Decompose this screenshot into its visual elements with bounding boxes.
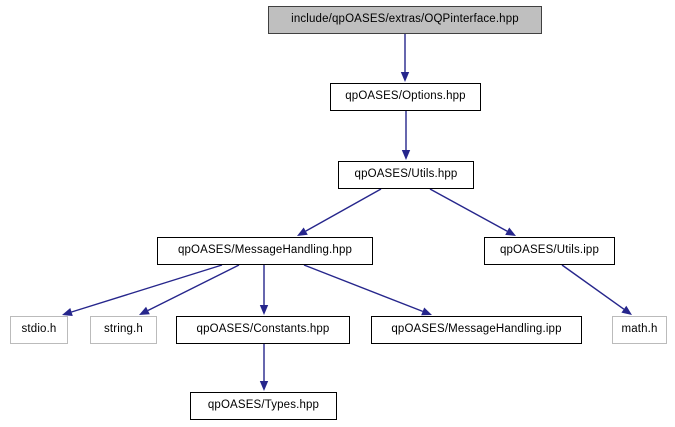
node-label-constants_hpp: qpOASES/Constants.hpp: [196, 323, 330, 336]
node-messagehandling_hpp[interactable]: qpOASES/MessageHandling.hpp: [157, 237, 373, 265]
node-options[interactable]: qpOASES/Options.hpp: [330, 83, 481, 111]
edge-messagehandling_hpp-to-stdio_h: [71, 264, 223, 313]
arrowhead-messagehandling_hpp-to-messagehandling_ipp: [421, 307, 432, 316]
arrowhead-utils_hpp-to-utils_ipp: [505, 227, 516, 236]
node-oqpinterface[interactable]: include/qpOASES/extras/OQPinterface.hpp: [268, 6, 542, 34]
node-messagehandling_ipp[interactable]: qpOASES/MessageHandling.ipp: [371, 316, 582, 344]
node-label-types_hpp: qpOASES/Types.hpp: [207, 399, 320, 412]
arrowhead-messagehandling_hpp-to-constants_hpp: [259, 305, 269, 315]
node-types_hpp[interactable]: qpOASES/Types.hpp: [190, 392, 337, 420]
edge-messagehandling_hpp-to-messagehandling_ipp: [303, 264, 423, 313]
arrowhead-constants_hpp-to-types_hpp: [259, 381, 269, 391]
edge-messagehandling_hpp-to-string_h: [147, 264, 240, 312]
arrowhead-options-to-utils_hpp: [401, 150, 411, 160]
node-string_h[interactable]: string.h: [90, 316, 157, 344]
arrowhead-oqpinterface-to-options: [400, 72, 410, 82]
arrowhead-utils_hpp-to-messagehandling_hpp: [297, 227, 308, 236]
edge-utils_hpp-to-messagehandling_hpp: [305, 188, 382, 232]
node-label-oqpinterface: include/qpOASES/extras/OQPinterface.hpp: [291, 13, 519, 26]
node-label-options: qpOASES/Options.hpp: [345, 90, 466, 103]
arrowhead-utils_ipp-to-math_h: [621, 305, 632, 315]
node-stdio_h[interactable]: stdio.h: [10, 316, 68, 344]
node-label-string_h: string.h: [104, 323, 143, 336]
node-math_h[interactable]: math.h: [612, 316, 667, 344]
node-label-stdio_h: stdio.h: [21, 323, 57, 336]
node-label-utils_ipp: qpOASES/Utils.ipp: [499, 244, 600, 257]
edge-utils_hpp-to-utils_ipp: [429, 188, 508, 232]
node-label-utils_hpp: qpOASES/Utils.hpp: [354, 168, 458, 181]
arrowhead-messagehandling_hpp-to-stdio_h: [62, 308, 73, 317]
node-utils_hpp[interactable]: qpOASES/Utils.hpp: [338, 161, 474, 189]
edge-utils_ipp-to-math_h: [561, 264, 625, 310]
node-label-messagehandling_ipp: qpOASES/MessageHandling.ipp: [391, 323, 562, 336]
node-constants_hpp[interactable]: qpOASES/Constants.hpp: [176, 316, 350, 344]
node-label-math_h: math.h: [621, 323, 658, 336]
node-utils_ipp[interactable]: qpOASES/Utils.ipp: [484, 237, 615, 265]
arrowhead-messagehandling_hpp-to-string_h: [139, 306, 150, 315]
node-label-messagehandling_hpp: qpOASES/MessageHandling.hpp: [177, 244, 353, 257]
